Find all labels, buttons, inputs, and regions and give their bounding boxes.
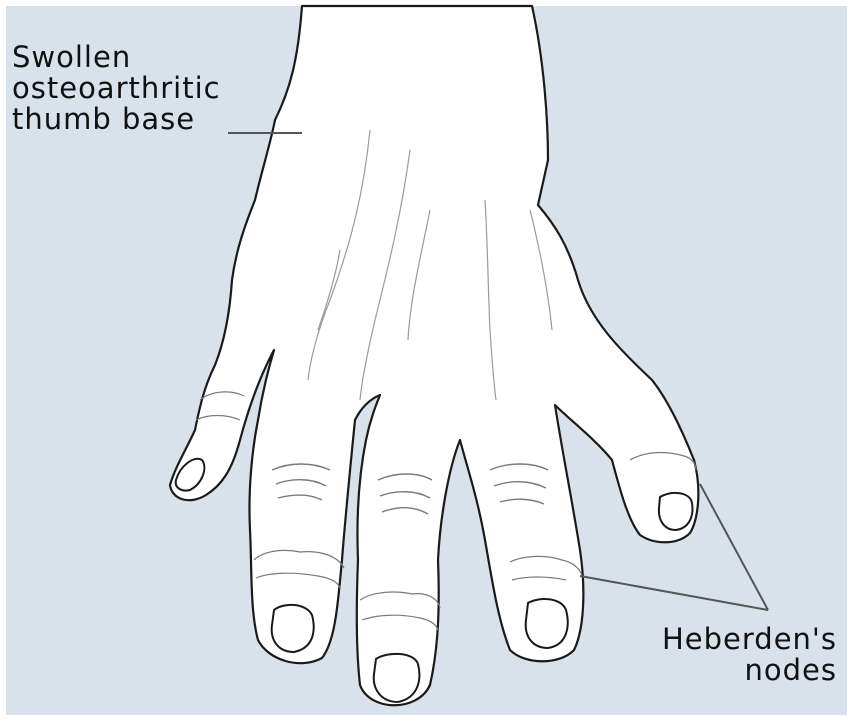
thumb-label-line-2: osteoarthritic: [12, 73, 221, 104]
thumb-label-line-3: thumb base: [12, 104, 221, 135]
thumb-base-label: Swollen osteoarthritic thumb base: [12, 42, 221, 135]
nail-index: [272, 605, 314, 652]
heberden-label-line-2: nodes: [662, 655, 837, 686]
nail-middle: [374, 654, 420, 702]
heberden-label-line-1: Heberden's: [662, 624, 837, 655]
nail-ring: [526, 599, 568, 648]
nail-little: [659, 493, 693, 530]
thumb-label-line-1: Swollen: [12, 42, 221, 73]
heberden-nodes-label: Heberden's nodes: [662, 624, 837, 686]
hand-outline: [170, 6, 698, 705]
